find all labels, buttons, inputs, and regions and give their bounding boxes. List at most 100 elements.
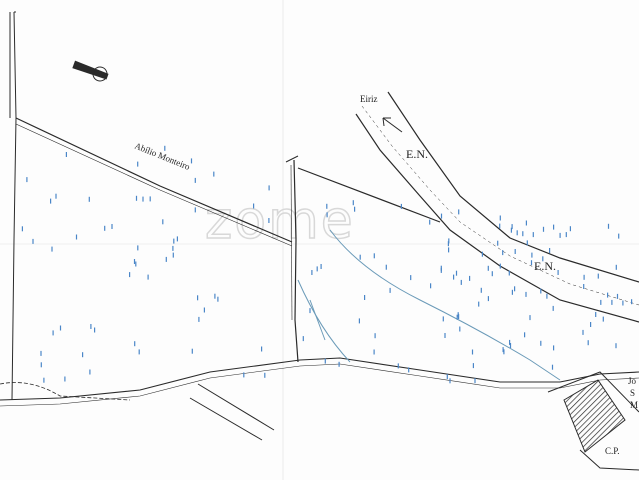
place-label: Eiriz bbox=[360, 94, 378, 104]
spot-height-marker bbox=[549, 248, 551, 253]
spot-height-marker bbox=[587, 340, 589, 346]
spot-height-marker bbox=[525, 220, 527, 226]
spot-height-marker bbox=[514, 286, 516, 292]
spot-height-marker bbox=[389, 287, 391, 293]
spot-height-marker bbox=[400, 203, 402, 209]
spot-height-marker bbox=[302, 336, 304, 342]
spot-height-marker bbox=[622, 300, 624, 306]
spot-height-marker bbox=[55, 193, 57, 199]
spot-height-marker bbox=[359, 254, 361, 260]
spot-height-marker bbox=[21, 226, 23, 232]
plot-boundary-cp bbox=[579, 449, 639, 471]
spot-height-marker bbox=[142, 196, 144, 202]
spot-height-marker bbox=[214, 293, 216, 299]
spot-height-marker bbox=[499, 215, 501, 221]
spot-height-marker bbox=[172, 252, 174, 258]
lower-road bbox=[0, 357, 639, 407]
spot-height-marker bbox=[203, 307, 205, 313]
spot-height-marker bbox=[137, 161, 139, 167]
north-arrow-icon bbox=[72, 60, 109, 82]
spot-height-marker bbox=[138, 349, 140, 355]
spot-height-marker bbox=[511, 224, 513, 230]
spot-height-marker bbox=[448, 247, 450, 253]
spot-height-marker bbox=[385, 264, 387, 270]
spot-height-marker bbox=[481, 251, 483, 257]
spot-height-marker bbox=[26, 177, 28, 183]
spot-height-marker bbox=[165, 256, 167, 262]
spot-height-marker bbox=[82, 352, 84, 358]
spot-height-marker bbox=[525, 291, 527, 297]
spot-height-marker bbox=[615, 264, 617, 270]
spot-height-marker bbox=[264, 372, 266, 378]
spot-height-marker bbox=[565, 232, 567, 238]
spot-height-marker bbox=[615, 343, 617, 349]
spot-height-marker bbox=[542, 256, 544, 262]
spot-height-marker bbox=[243, 372, 245, 378]
spot-height-marker bbox=[631, 299, 633, 305]
spot-height-marker bbox=[397, 363, 399, 369]
spot-height-marker bbox=[320, 264, 322, 269]
access-road bbox=[189, 383, 275, 441]
spot-height-marker bbox=[65, 152, 67, 157]
spot-height-marker bbox=[94, 327, 96, 333]
spot-height-marker bbox=[552, 305, 554, 311]
spot-height-marker bbox=[354, 206, 356, 212]
spot-height-marker bbox=[557, 270, 559, 275]
owner-label: Abílio Monteiro bbox=[133, 141, 192, 172]
spot-height-marker bbox=[553, 224, 555, 230]
spot-height-marker bbox=[190, 158, 193, 164]
watercourses bbox=[297, 229, 561, 381]
spot-height-marker bbox=[191, 348, 193, 354]
spot-height-marker bbox=[531, 252, 533, 258]
corner-label: M bbox=[630, 400, 638, 410]
spot-height-marker bbox=[311, 270, 313, 275]
spot-heights bbox=[21, 145, 633, 384]
spot-height-marker bbox=[104, 225, 106, 231]
spot-height-marker bbox=[364, 295, 366, 300]
spot-height-marker bbox=[352, 200, 354, 206]
spot-height-marker bbox=[43, 377, 45, 383]
spot-height-marker bbox=[52, 330, 54, 336]
spot-height-marker bbox=[459, 326, 461, 332]
spot-height-marker bbox=[32, 238, 34, 244]
spot-height-marker bbox=[508, 270, 510, 276]
spot-height-marker bbox=[595, 312, 597, 317]
parcel-boundary-right bbox=[297, 167, 441, 223]
spot-height-marker bbox=[472, 363, 474, 369]
spot-height-marker bbox=[480, 287, 482, 293]
spot-height-marker bbox=[440, 265, 442, 271]
spot-height-marker bbox=[499, 223, 501, 229]
spot-height-marker bbox=[444, 333, 446, 338]
spot-height-marker bbox=[134, 341, 136, 347]
spot-height-marker bbox=[326, 203, 328, 209]
road-label-en-2: E.N. bbox=[534, 259, 556, 273]
spot-height-marker bbox=[198, 316, 200, 322]
spot-height-marker bbox=[88, 196, 90, 202]
spot-height-marker bbox=[509, 339, 511, 345]
spot-height-marker bbox=[217, 296, 219, 302]
spot-height-marker bbox=[474, 378, 476, 384]
spot-height-marker bbox=[338, 361, 340, 367]
spot-height-marker bbox=[456, 314, 458, 320]
spot-height-marker bbox=[618, 233, 620, 239]
spot-height-marker bbox=[542, 226, 545, 232]
spot-height-marker bbox=[569, 226, 571, 232]
spot-height-marker bbox=[111, 224, 113, 229]
spot-height-marker bbox=[268, 218, 270, 223]
spot-height-marker bbox=[499, 263, 501, 269]
spot-height-marker bbox=[149, 196, 151, 202]
spot-height-marker bbox=[511, 289, 513, 295]
spot-height-marker bbox=[446, 374, 448, 380]
spot-height-marker bbox=[491, 271, 493, 277]
spot-height-marker bbox=[458, 209, 460, 215]
cp-label: C.P. bbox=[605, 446, 620, 456]
spot-height-marker bbox=[590, 322, 592, 327]
spot-height-marker bbox=[502, 250, 504, 256]
spot-height-marker bbox=[616, 293, 619, 299]
dashed-path bbox=[0, 382, 131, 401]
road-label-en: E.N. bbox=[406, 147, 428, 161]
spot-height-marker bbox=[147, 274, 149, 280]
spot-height-marker bbox=[197, 295, 199, 301]
spot-height-marker bbox=[516, 230, 518, 236]
spot-height-marker bbox=[460, 279, 462, 285]
